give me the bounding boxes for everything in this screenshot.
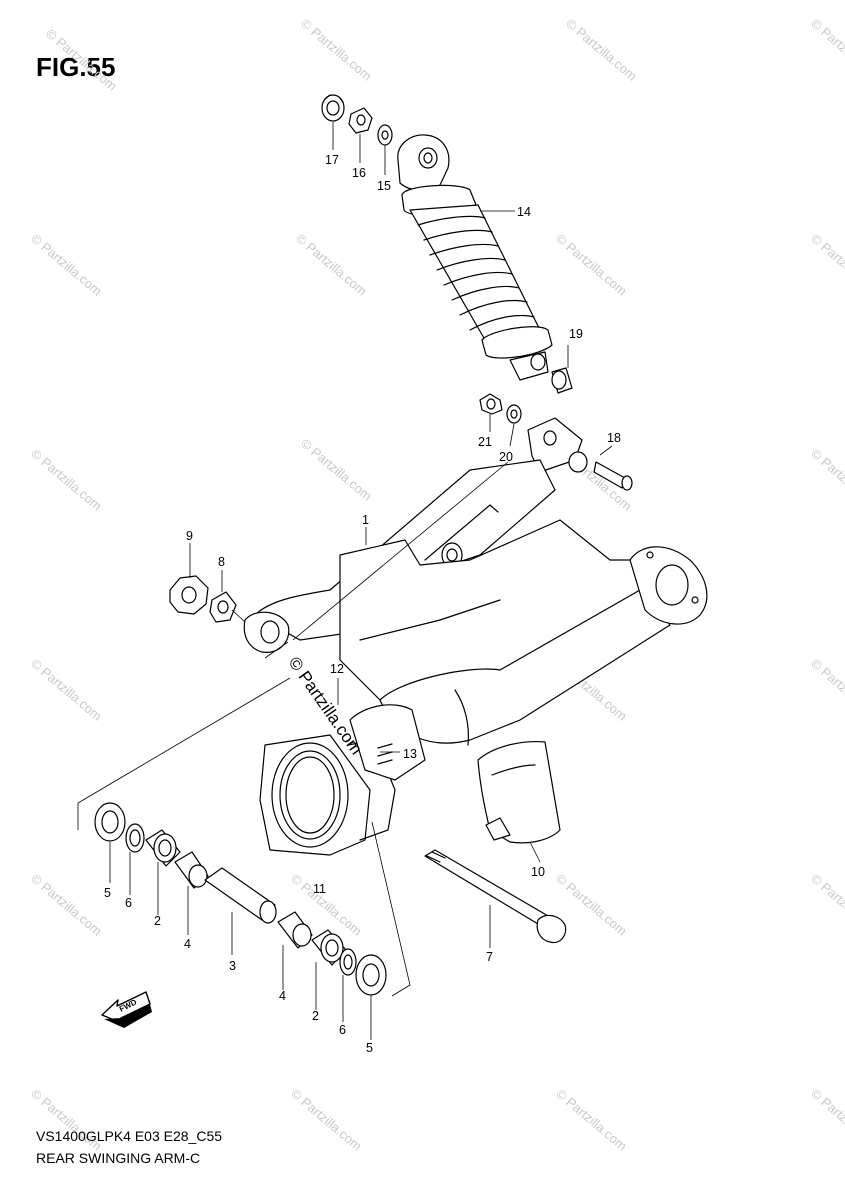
callout-19: 19 [569,327,583,341]
callout-15: 15 [377,179,391,193]
watermark: © Partzilla.com [553,1086,630,1154]
part-2-bearing-left [145,829,181,867]
leader-lines [109,122,613,1040]
callout-6: 6 [339,1023,346,1037]
part-5-seal-right [355,954,387,996]
part-4-spacer-right [277,911,313,949]
part-16-collar [348,107,373,134]
watermark: © Partzilla.com [563,16,640,84]
part-15-washer [377,124,393,146]
part-5-seal-left [94,802,126,842]
callout-7: 7 [486,950,493,964]
callout-4: 4 [184,937,191,951]
part-callouts: 1 2 2 3 4 4 5 5 6 6 7 8 9 10 11 12 13 14… [104,153,621,1055]
watermark: © Partzilla.com [28,231,105,299]
callout-17: 17 [325,153,339,167]
part-3-pivot-tube [204,867,277,924]
section-name: REAR SWINGING ARM-C [36,1150,201,1166]
watermark: © Partzilla.com [28,656,105,724]
callout-14: 14 [517,205,531,219]
callout-3: 3 [229,959,236,973]
forward-arrow-icon: FWD [101,991,152,1028]
callout-6: 6 [125,896,132,910]
callout-4: 4 [279,989,286,1003]
callout-12: 12 [330,662,344,676]
part-18-bolt [527,417,633,491]
callout-21: 21 [478,435,492,449]
watermark: © Partzilla.com [808,16,845,84]
part-19-spacer [551,367,573,394]
callout-5: 5 [366,1041,373,1055]
part-14-rear-shock-absorber [397,134,553,381]
part-20-washer [506,404,522,424]
callout-18: 18 [607,431,621,445]
callout-10: 10 [531,865,545,879]
watermark: © Partzilla.com [808,446,845,514]
callout-16: 16 [352,166,366,180]
figure-title: FIG.55 [36,52,116,82]
watermark: © Partzilla.com [553,231,630,299]
callout-20: 20 [499,450,513,464]
watermark: © Partzilla.com [28,871,105,939]
callout-5: 5 [104,886,111,900]
part-17-nut [321,94,345,122]
callout-11: 11 [313,882,326,896]
watermark: © Partzilla.com [43,26,120,94]
callout-9: 9 [186,529,193,543]
callout-13: 13 [403,747,417,761]
part-7-pivot-shaft [424,849,567,944]
watermark: © Partzilla.com [288,1086,365,1154]
watermark: © Partzilla.com [293,231,370,299]
model-code: VS1400GLPK4 E03 E28_C55 [36,1128,223,1144]
callout-2: 2 [154,914,161,928]
part-6-ring-left [125,823,145,853]
part-9-nut [169,575,209,615]
assembly-guide-lines [77,461,509,997]
callout-8: 8 [218,555,225,569]
part-10-guard [477,740,561,844]
part-8-bush [209,591,237,623]
watermark: © Partzilla.com [298,16,375,84]
watermark: © Partzilla.com [298,436,375,504]
watermark: © Partzilla.com [808,871,845,939]
part-4-spacer-left [174,851,209,889]
part-6-ring-right [339,948,357,976]
watermark: © Partzilla.com [808,656,845,724]
part-1-swing-arm [243,459,708,856]
watermark: © Partzilla.com [808,231,845,299]
watermark: © Partzilla.com [28,446,105,514]
watermark: © Partzilla.com [808,1086,845,1154]
callout-2: 2 [312,1009,319,1023]
part-21-nut [479,393,503,415]
callout-1: 1 [362,513,369,527]
